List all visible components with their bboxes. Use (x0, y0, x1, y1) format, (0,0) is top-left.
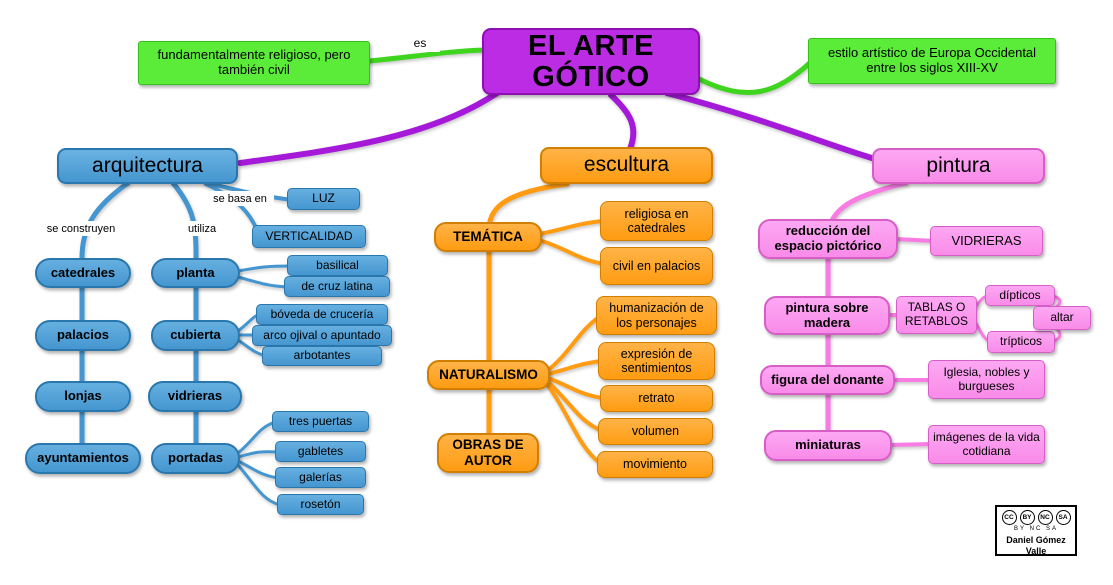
license-badge: cc by nc sa BY NC SA Daniel Gómez Valle (995, 505, 1077, 556)
node-iglesia-nobles-burgueses: Iglesia, nobles y burgueses (928, 360, 1045, 399)
node-retrato: retrato (600, 385, 713, 412)
definition-style: estilo artístico de Europa Occidental en… (808, 38, 1056, 84)
edge-center-definition-right (696, 58, 815, 95)
cc-icon: cc (1001, 510, 1017, 525)
node-humanizacion: humanización de los personajes (596, 296, 717, 335)
license-icons: cc by nc sa (1001, 507, 1071, 526)
node-arbotantes: arbotantes (262, 346, 382, 366)
node-pintura-sobre-madera: pintura sobre madera (764, 296, 890, 335)
node-arco-ojival: arco ojival o apuntado (252, 325, 392, 346)
node-figura-del-donante: figura del donante (760, 365, 895, 395)
node-imagenes-vida-cotidiana: imágenes de la vida cotidiana (928, 425, 1045, 464)
edge-planta-cruz-latina (236, 275, 290, 289)
node-vidrieras: vidrieras (148, 381, 242, 412)
edge-tematica-religiosa (537, 219, 605, 236)
edge-portadas-gabletes (236, 450, 280, 459)
node-altar: altar (1033, 306, 1091, 330)
node-luz: LUZ (287, 188, 360, 210)
node-obras-de-autor: OBRAS DE AUTOR (437, 433, 539, 473)
edge-tematica-civil (537, 238, 605, 266)
relation-label-utiliza: utiliza (179, 221, 225, 236)
edge-center-escultura (608, 92, 637, 152)
edge-naturalismo-volumen (545, 379, 602, 432)
node-roseton: rosetón (277, 494, 364, 515)
node-religiosa-en-catedrales: religiosa en catedrales (600, 201, 713, 241)
node-reduccion-espacio: reducción del espacio pictórico (758, 219, 898, 259)
node-palacios: palacios (35, 320, 131, 351)
node-tripticos: trípticos (987, 331, 1055, 353)
definition-religious: fundamentalmente religioso, pero también… (138, 41, 370, 85)
relation-label-es: es (400, 33, 440, 52)
edge-portadas-tres-puertas (236, 420, 277, 455)
node-basilical: basilical (287, 255, 388, 276)
node-lonjas: lonjas (35, 381, 131, 412)
cc-sa-icon: sa (1055, 510, 1071, 525)
node-civil-en-palacios: civil en palacios (600, 247, 713, 285)
node-catedrales: catedrales (35, 258, 131, 288)
edge-planta-basilical (236, 264, 292, 273)
central-topic: EL ARTE GÓTICO (482, 28, 700, 95)
cc-nc-icon: nc (1037, 510, 1053, 525)
node-tematica: TEMÁTICA (434, 222, 542, 252)
license-caption: BY NC SA (1014, 526, 1058, 532)
node-pintura: pintura (872, 148, 1045, 184)
edge-miniaturas-imagenes (888, 442, 934, 447)
node-galerias: galerías (275, 467, 366, 488)
node-volumen: volumen (598, 418, 713, 445)
node-de-cruz-latina: de cruz latina (284, 276, 390, 297)
license-author: Daniel Gómez Valle (1006, 535, 1066, 556)
edge-reduccion-vidrieras (894, 237, 936, 243)
relation-label-se-basa-en: se basa en (206, 191, 274, 206)
node-tres-puertas: tres puertas (272, 411, 369, 432)
node-dipticos: dípticos (985, 285, 1055, 306)
node-planta: planta (151, 258, 240, 288)
cc-by-icon: by (1019, 510, 1035, 525)
node-movimiento: movimiento (597, 451, 713, 478)
node-gabletes: gabletes (275, 441, 366, 462)
node-verticalidad: VERTICALIDAD (252, 225, 366, 248)
edge-naturalismo-humanizacion (545, 315, 601, 373)
node-portadas: portadas (151, 443, 240, 474)
node-tablas-o-retablos: TABLAS O RETABLOS (896, 296, 977, 334)
edge-naturalismo-retrato (546, 376, 604, 400)
edge-naturalismo-movimiento (544, 381, 602, 465)
edge-portadas-galerias (236, 459, 280, 480)
node-ayuntamientos: ayuntamientos (25, 443, 141, 474)
node-boveda-de-cruceria: bóveda de crucería (256, 304, 388, 325)
node-cubierta: cubierta (151, 320, 240, 351)
edge-portadas-roseton (236, 463, 282, 507)
node-escultura: escultura (540, 147, 713, 184)
node-arquitectura: arquitectura (57, 148, 238, 184)
node-naturalismo: NATURALISMO (427, 360, 550, 390)
node-expresion-sentimientos: expresión de sentimientos (598, 342, 715, 380)
relation-label-se-construyen: se construyen (40, 221, 122, 236)
node-miniaturas: miniaturas (764, 430, 892, 461)
edge-center-arquitectura (237, 90, 500, 166)
edge-naturalismo-expresion (546, 359, 603, 376)
node-vidrieras-pintura: VIDRIERAS (930, 226, 1043, 256)
